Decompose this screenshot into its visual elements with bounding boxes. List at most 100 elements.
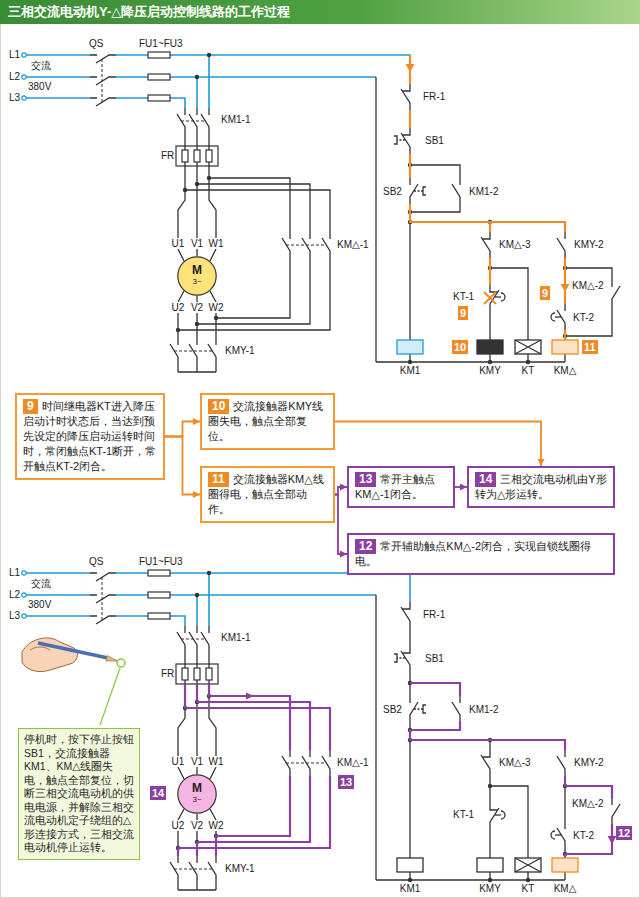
current-path [185, 684, 330, 750]
component-label: W1 [208, 238, 225, 249]
component-label: KM△-2 [571, 280, 605, 291]
component-label: KMY-1 [224, 863, 256, 874]
component-label: KM1-1 [220, 632, 251, 643]
component-label: KMY [478, 365, 502, 376]
component-label: KT-2 [572, 830, 595, 841]
hand-illustration [106, 656, 118, 662]
motor-circle [178, 257, 216, 295]
component-label: U2 [171, 820, 186, 831]
step-box: 12常开辅助触点KM△-2闭合，实现自锁线圈得电。 [347, 533, 615, 575]
component-label: KT-2 [572, 312, 595, 323]
step-box: 10交流接触器KMY线圈失电，触点全部复位。 [200, 393, 335, 450]
callout-number: 9 [458, 306, 468, 320]
hand-illustration [30, 647, 50, 650]
current-arrow [561, 284, 570, 292]
component-label: L1 [8, 567, 21, 578]
motor-symbol: M3~ [177, 256, 217, 296]
component-label: V2 [190, 820, 204, 831]
component-label: 380V [27, 81, 52, 92]
flow-arrow [335, 422, 541, 467]
circuit-top-state [397, 55, 578, 354]
flow-arrow [165, 422, 200, 437]
component-label: KMY [478, 883, 502, 894]
motor-symbol: M3~ [177, 774, 217, 814]
current-arrow [246, 693, 254, 700]
step-box: 11交流接触器KM△线圈得电，触点全部动作。 [200, 466, 335, 523]
flow-arrow [335, 495, 347, 555]
title: 三相交流电动机Y-△降压启动控制线路的工作过程 [0, 0, 640, 24]
note-text: 停机时，按下停止按钮SB1，交流接触器KM1、KM△线圈失电，触点全部复位，切断… [24, 733, 134, 853]
component-label: 380V [27, 599, 52, 610]
step-text: 常开辅助触点KM△-2闭合，实现自锁线圈得电。 [355, 540, 591, 567]
component-label: L3 [8, 92, 21, 103]
component-label: KT-1 [452, 809, 475, 820]
component-label: V1 [190, 238, 204, 249]
component-label: W2 [208, 302, 225, 313]
component-label: QS [88, 38, 104, 49]
callout-number: 9 [23, 399, 38, 414]
coil-symbol [397, 858, 423, 872]
component-label: KM△ [553, 365, 578, 376]
component-label: KM1-2 [468, 704, 499, 715]
coil-symbol [515, 858, 541, 872]
coil-symbol [477, 340, 503, 354]
component-label: KM1-2 [468, 186, 499, 197]
title-bar: 三相交流电动机Y-△降压启动控制线路的工作过程 [0, 0, 640, 24]
hand-illustration [22, 638, 77, 672]
current-arrow [406, 64, 415, 72]
component-label: KM△ [553, 883, 578, 894]
component-label: V1 [190, 756, 204, 767]
current-path [484, 292, 496, 304]
coil-symbol [515, 340, 541, 354]
note-box: 停机时，按下停止按钮SB1，交流接触器KM1、KM△线圈失电，触点全部复位，切断… [18, 728, 140, 860]
component-label: KM△-3 [498, 757, 532, 768]
component-label: SB1 [424, 653, 445, 664]
current-path [410, 55, 565, 340]
component-label: FR [160, 668, 175, 679]
callout-number: 13 [338, 775, 354, 789]
component-label: FU1~FU3 [138, 38, 184, 49]
hand-illustration [117, 659, 125, 667]
hand-illustration [38, 643, 108, 658]
step-box: 13常开主触点KM△-1闭合。 [347, 466, 455, 508]
component-label: V2 [190, 302, 204, 313]
component-label: QS [88, 556, 104, 567]
callout-number: 14 [150, 786, 166, 800]
coil-symbol [515, 858, 541, 872]
flow-arrow [335, 487, 347, 495]
step-box: 14三相交流电动机由Y形转为△形运转。 [467, 466, 615, 508]
callout-number: 11 [582, 340, 598, 354]
callout-number: 9 [540, 286, 550, 300]
callout-number: 14 [475, 472, 496, 487]
step-box: 9时间继电器KT进入降压启动计时状态后，当达到预先设定的降压启动运转时间时，常闭… [15, 393, 165, 480]
current-path [178, 776, 330, 856]
current-arrow [246, 693, 617, 845]
component-label: FR [160, 150, 175, 161]
component-label: KM1-1 [220, 114, 251, 125]
coil-symbol [477, 858, 503, 872]
component-label: U2 [171, 302, 186, 313]
component-label: FR-1 [422, 91, 446, 102]
callout-number: 10 [452, 340, 468, 354]
circuit-top [22, 52, 620, 372]
component-label: 交流 [30, 578, 52, 589]
component-label: KMY-2 [573, 757, 605, 768]
coil-symbol [552, 340, 578, 354]
component-label: SB2 [382, 186, 403, 197]
coil-symbol [397, 340, 423, 354]
component-label: KM1 [399, 365, 422, 376]
coil-symbol [397, 340, 578, 354]
coil-symbol [552, 858, 578, 872]
component-label: W1 [208, 756, 225, 767]
current-path [410, 683, 612, 858]
component-label: KT-1 [452, 291, 475, 302]
component-label: L2 [8, 589, 21, 600]
component-label: 交流 [30, 60, 52, 71]
callout-number: 12 [616, 826, 632, 840]
component-label: KM△-1 [336, 757, 370, 768]
circuit-bottom-state [178, 683, 617, 872]
